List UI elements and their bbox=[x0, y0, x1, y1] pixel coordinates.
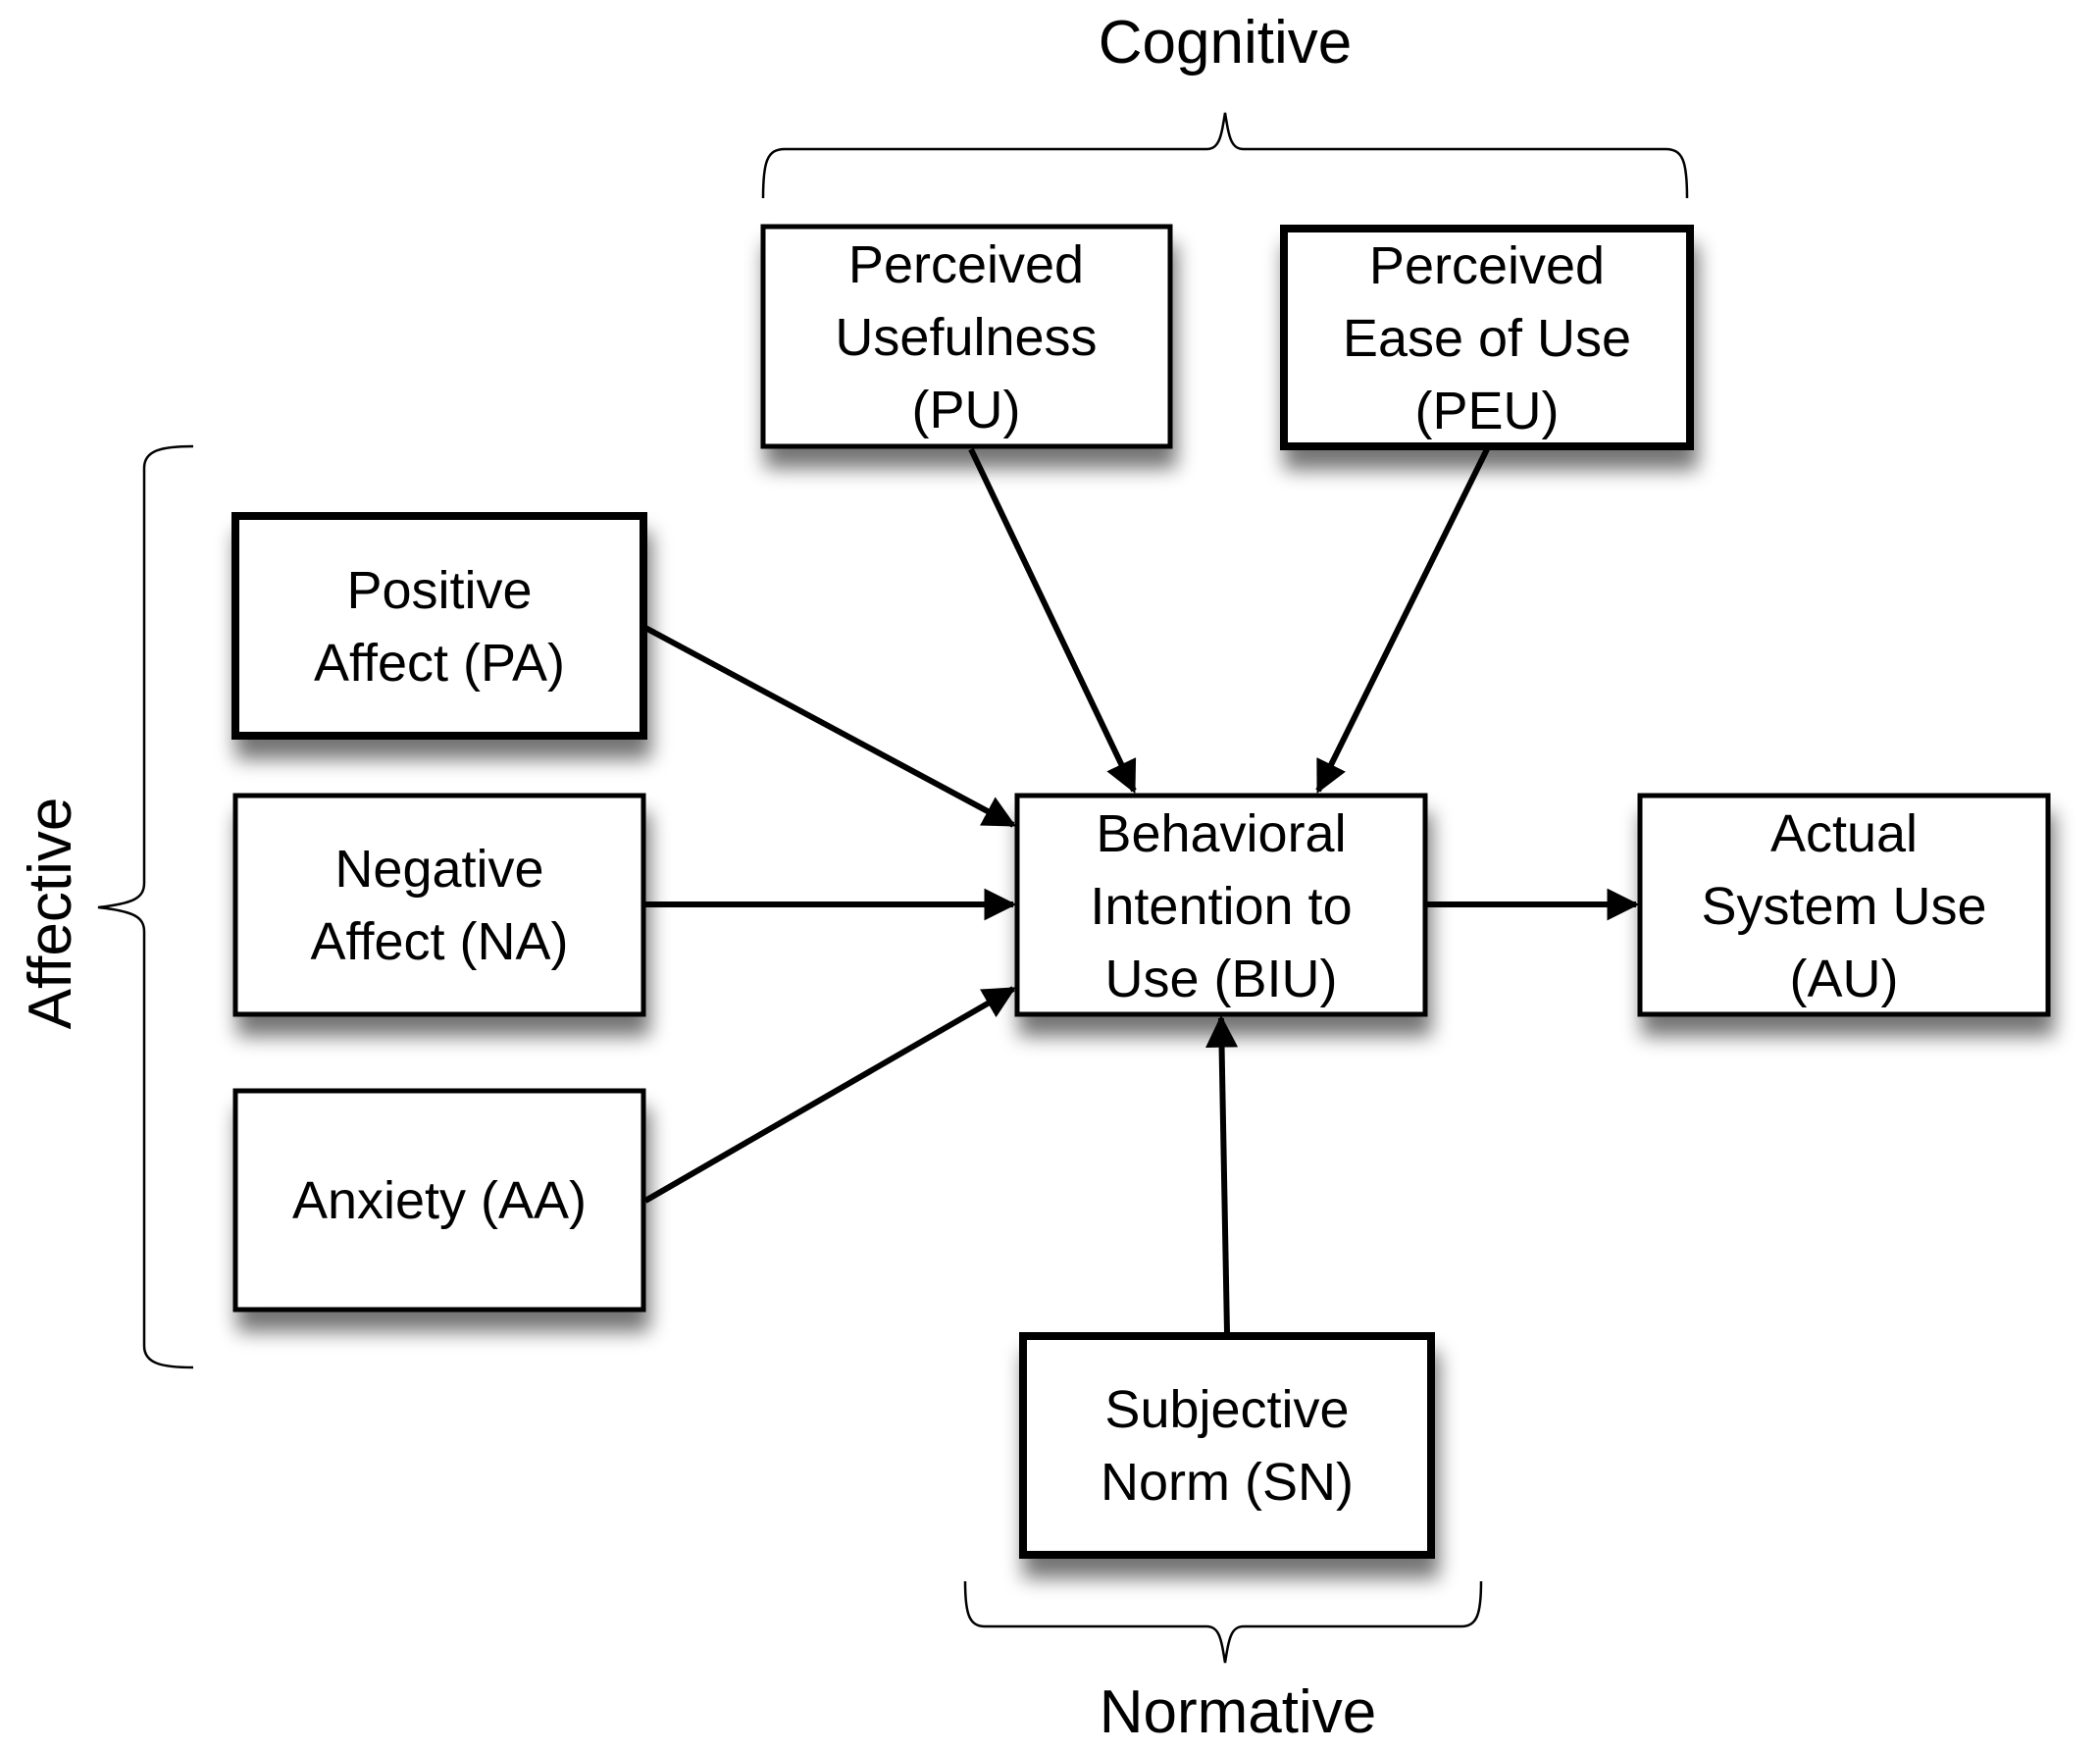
normative-group-label: Normative bbox=[1100, 1678, 1377, 1746]
node-pu-line-1: Perceived bbox=[848, 235, 1084, 294]
node-sn-line-1: Subjective bbox=[1104, 1380, 1349, 1439]
node-na-line-1: Negative bbox=[334, 840, 543, 899]
node-peu-line-2: Ease of Use bbox=[1343, 309, 1631, 368]
node-sn: Subjective Norm (SN) bbox=[1019, 1332, 1435, 1559]
edge-pa-to-biu bbox=[643, 625, 1016, 828]
node-peu: Perceived Ease of Use (PEU) bbox=[1280, 225, 1694, 450]
node-pa-line-2: Affect (PA) bbox=[314, 634, 565, 693]
node-aa: Anxiety (AA) bbox=[232, 1088, 646, 1313]
cognitive-group-label: Cognitive bbox=[1099, 9, 1352, 77]
node-au: Actual System Use (AU) bbox=[1637, 793, 2051, 1017]
node-biu: Behavioral Intention to Use (BIU) bbox=[1014, 793, 1428, 1017]
normative-brace bbox=[963, 1580, 1483, 1664]
edges bbox=[643, 447, 1640, 1334]
affective-brace bbox=[97, 444, 194, 1369]
node-sn-line-2: Norm (SN) bbox=[1101, 1453, 1354, 1512]
nodes: Perceived Usefulness (PU) Perceived Ease… bbox=[231, 224, 2051, 1559]
node-peu-line-3: (PEU) bbox=[1415, 382, 1560, 440]
edge-pu-to-biu bbox=[968, 447, 1137, 794]
node-au-line-2: System Use bbox=[1701, 877, 1986, 936]
node-aa-line-1: Anxiety (AA) bbox=[292, 1171, 587, 1230]
node-pa: Positive Affect (PA) bbox=[231, 512, 647, 740]
cognitive-brace bbox=[761, 112, 1689, 199]
node-pu-line-2: Usefulness bbox=[835, 308, 1097, 367]
node-biu-line-3: Use (BIU) bbox=[1104, 950, 1337, 1008]
node-na-line-2: Affect (NA) bbox=[310, 912, 568, 971]
affective-group-label: Affective bbox=[17, 798, 84, 1030]
edge-sn-to-biu bbox=[1205, 1014, 1239, 1334]
edge-peu-to-biu bbox=[1315, 447, 1490, 794]
node-na: Negative Affect (NA) bbox=[232, 793, 646, 1017]
node-pu-line-3: (PU) bbox=[912, 381, 1021, 439]
node-biu-line-1: Behavioral bbox=[1096, 804, 1346, 863]
node-pu: Perceived Usefulness (PU) bbox=[760, 224, 1173, 449]
node-biu-line-2: Intention to bbox=[1090, 877, 1352, 936]
node-au-line-1: Actual bbox=[1770, 804, 1918, 863]
node-au-line-3: (AU) bbox=[1790, 950, 1899, 1008]
node-peu-line-1: Perceived bbox=[1369, 236, 1605, 295]
node-pa-line-1: Positive bbox=[346, 561, 532, 620]
edge-aa-to-biu bbox=[643, 986, 1016, 1204]
